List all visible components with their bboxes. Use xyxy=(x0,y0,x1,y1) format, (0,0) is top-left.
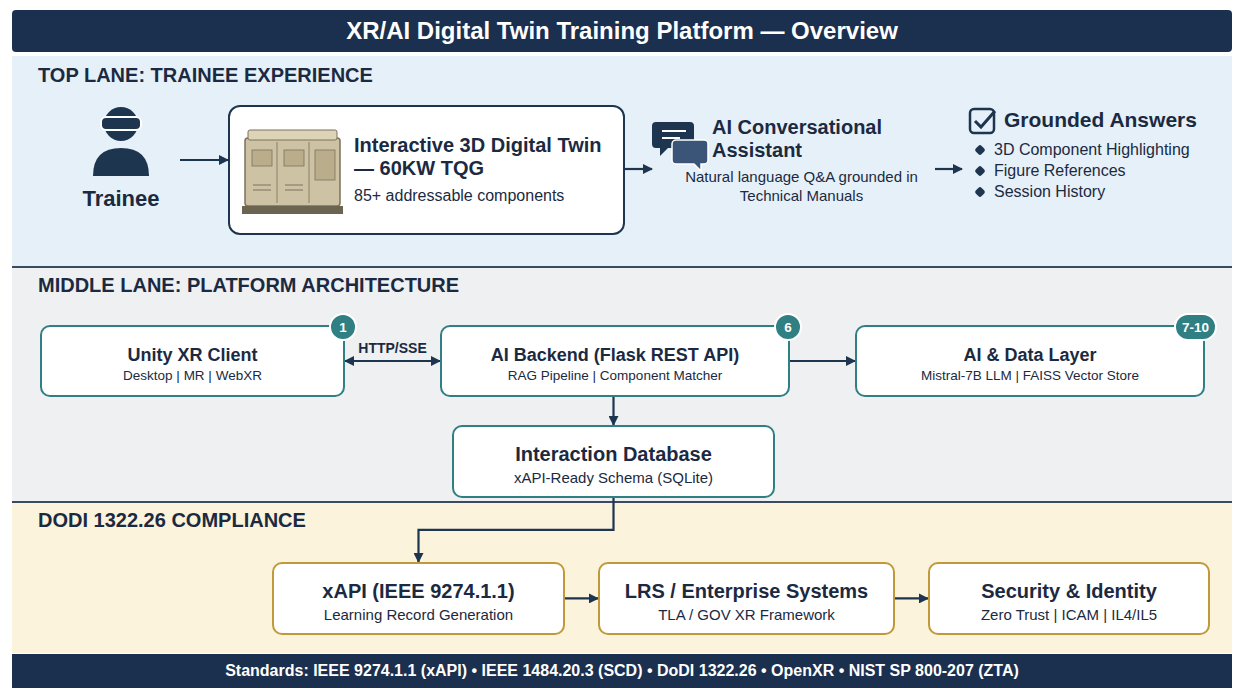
box-title: LRS / Enterprise Systems xyxy=(625,580,868,603)
box-title: Security & Identity xyxy=(981,580,1157,603)
database-box: Interaction Database xAPI-Ready Schema (S… xyxy=(452,425,775,498)
bullet-item: Figure References xyxy=(974,161,1224,182)
box-title: Interaction Database xyxy=(515,443,712,466)
connector-arrow xyxy=(895,597,928,599)
caption-bar: Standards: IEEE 9274.1.1 (xAPI) • IEEE 1… xyxy=(12,654,1232,688)
lane-heading: DODI 1322.26 COMPLIANCE xyxy=(38,509,306,532)
callout-number-text: 1 xyxy=(339,320,347,335)
box-subtitle: Zero Trust | ICAM | IL4/IL5 xyxy=(981,606,1157,625)
connector-arrow xyxy=(790,360,855,362)
assistant-title: AI Conversational Assistant xyxy=(712,116,931,162)
component-box: AI Backend (Flask REST API) RAG Pipeline … xyxy=(440,325,790,397)
box-title: xAPI (IEEE 9274.1.1) xyxy=(322,580,514,603)
title-text: XR/AI Digital Twin Training Platform — O… xyxy=(346,17,898,45)
connector-arrow xyxy=(565,597,598,599)
connector-arrow xyxy=(612,397,614,425)
actor-label: Trainee xyxy=(82,186,159,212)
title-bar: XR/AI Digital Twin Training Platform — O… xyxy=(12,10,1232,52)
component-box: Unity XR ClientDesktop | MR | WebXR1 xyxy=(40,325,345,397)
twin-box: Interactive 3D Digital Twin — 60KW TQG 85… xyxy=(228,105,625,235)
box-title: AI & Data Layer xyxy=(963,345,1096,366)
lane-band: MIDDLE LANE: PLATFORM ARCHITECTURE Unity … xyxy=(12,266,1232,501)
box-title: Unity XR Client xyxy=(127,345,257,366)
answers-title: Grounded Answers xyxy=(966,108,1224,132)
connector-arrow xyxy=(419,498,614,562)
box-subtitle: TLA / GOV XR Framework xyxy=(658,606,835,625)
lane-heading: TOP LANE: TRAINEE EXPERIENCE xyxy=(38,64,373,87)
compliance-box: xAPI (IEEE 9274.1.1) Learning Record Gene… xyxy=(272,562,565,635)
trainee-icon xyxy=(93,107,149,176)
callout-number-text: 7-10 xyxy=(1182,320,1209,335)
checkbox-icon xyxy=(970,109,995,133)
generator-illustration xyxy=(242,130,343,214)
box-ground xyxy=(228,105,625,235)
box-subtitle: Learning Record Generation xyxy=(324,606,513,625)
lane-heading: MIDDLE LANE: PLATFORM ARCHITECTURE xyxy=(38,274,459,297)
box-subtitle: 85+ addressable components xyxy=(354,186,564,206)
compliance-box: LRS / Enterprise SystemsTLA / GOV XR Fra… xyxy=(598,562,895,635)
assistant-body: Natural language Q&A grounded in Technic… xyxy=(672,168,931,206)
bullet-item: Session History xyxy=(974,182,1224,203)
callout-number: 6 xyxy=(774,313,802,341)
connector-arrow xyxy=(935,168,962,170)
box-subtitle: Mistral-7B LLM | FAISS Vector Store xyxy=(921,368,1139,385)
connector-arrow xyxy=(625,168,652,170)
box-subtitle: RAG Pipeline | Component Matcher xyxy=(508,368,722,385)
assistant-node: AI Conversational AssistantNatural langu… xyxy=(652,110,935,228)
connector-arrow xyxy=(345,360,440,362)
chat-icon xyxy=(652,122,708,171)
callout-number: 1 xyxy=(329,313,357,341)
box-subtitle: xAPI-Ready Schema (SQLite) xyxy=(514,469,713,488)
answers-node: Grounded Answers 3D Component Highlightin… xyxy=(962,100,1228,250)
component-box: AI & Data LayerMistral-7B LLM | FAISS Ve… xyxy=(855,325,1205,397)
callout-number: 7-10 xyxy=(1174,313,1217,341)
box-subtitle: Desktop | MR | WebXR xyxy=(123,368,262,385)
caption-text: Standards: IEEE 9274.1.1 (xAPI) • IEEE 1… xyxy=(225,662,1019,680)
box-title: Interactive 3D Digital Twin — 60KW TQG xyxy=(354,134,611,180)
bullet-item: 3D Component Highlighting xyxy=(974,140,1224,161)
edge-label: HTTP/SSE xyxy=(355,340,429,356)
lane-band: TOP LANE: TRAINEE EXPERIENCE Trainee Inter… xyxy=(12,56,1232,266)
box-title: AI Backend (Flask REST API) xyxy=(491,345,739,366)
lane-band: DODI 1322.26 COMPLIANCE xAPI (IEEE 9274.1… xyxy=(12,501,1232,651)
compliance-box: Security & IdentityZero Trust | ICAM | I… xyxy=(928,562,1210,635)
connector-arrow xyxy=(180,159,228,161)
callout-number-text: 6 xyxy=(784,320,792,335)
actor-node: Trainee xyxy=(62,100,180,215)
